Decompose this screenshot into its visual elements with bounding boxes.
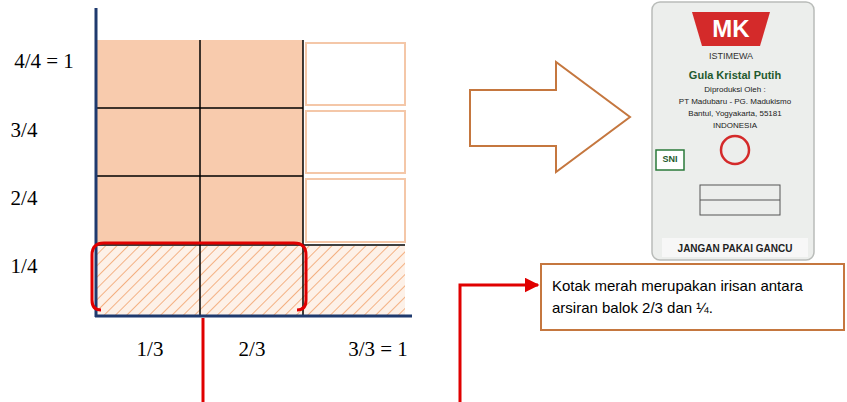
x-axis [95, 315, 412, 318]
axis-value: 4/4 = 1 [14, 50, 74, 73]
axis-value: 3/3 = 1 [348, 338, 408, 361]
empty-cell [306, 111, 405, 173]
brand-logo [692, 12, 770, 46]
hollow-arrow [470, 62, 630, 172]
bag-text: PT Madubaru - PG. Madukismo [679, 98, 791, 107]
bag-text: JANGAN PAKAI GANCU [678, 243, 793, 254]
sugar-bag [652, 2, 814, 260]
bag-text: Bantul, Yogyakarta, 55181 [688, 110, 781, 119]
axis-value: 1/3 [137, 338, 164, 361]
callout-text: Kotak merah merupakan irisan antara arsi… [552, 275, 833, 319]
bag-text: ISTIMEWA [709, 52, 753, 62]
bag-text: Diproduksi Oleh : [704, 86, 765, 95]
hatched-row [97, 246, 405, 315]
leader-line [202, 318, 205, 402]
axis-value: 2/3 [239, 338, 266, 361]
bag-text: INDONESIA [713, 122, 757, 131]
bag-text: SNI [662, 155, 677, 165]
grid-line [199, 40, 201, 315]
y-axis [95, 8, 98, 317]
grid-line [97, 175, 303, 177]
grid-line [97, 107, 303, 109]
axis-value: 1/4 [11, 255, 38, 278]
axis-value: 3/4 [11, 119, 38, 142]
brand-emblem [721, 136, 749, 164]
bag-text: Gula Kristal Putih [689, 69, 781, 81]
empty-cell [306, 43, 405, 105]
callout-box: Kotak merah merupakan irisan antara arsi… [540, 263, 845, 331]
empty-cell [306, 179, 405, 242]
sni-mark [656, 150, 684, 170]
code-table [700, 185, 780, 215]
grid-line [302, 40, 304, 315]
leader-arrow [460, 285, 538, 402]
code-table [700, 200, 780, 201]
intersection-bracket [92, 243, 306, 310]
bag-band [662, 238, 808, 257]
brand-name: MK [712, 16, 749, 42]
axis-value: 2/4 [11, 187, 38, 210]
